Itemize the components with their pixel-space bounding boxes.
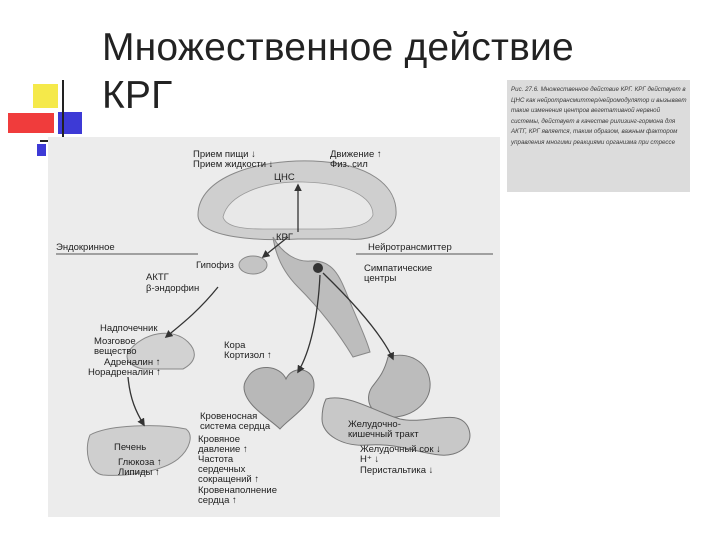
label-heart-rate-1: Частота — [198, 454, 234, 465]
label-lipids: Липиды ↑ — [118, 467, 160, 478]
label-stomach-2: кишечный тракт — [348, 429, 419, 440]
sympathetic-center-dot — [313, 263, 323, 273]
blue-square — [58, 112, 82, 134]
label-noradrenaline: Норадреналин ↑ — [88, 367, 161, 378]
arrow-to-heart — [297, 274, 321, 374]
krg-diagram: Прием пищи ↓ Прием жидкости ↓ Движение ↑… — [48, 137, 500, 517]
label-fluid-intake: Прием жидкости ↓ — [193, 159, 273, 170]
label-pituitary: Гипофиз — [196, 260, 234, 271]
figure-caption: Рис. 27.6. Множественное действие КРГ. К… — [507, 80, 690, 192]
label-glucose: Глюкоза ↑ — [118, 457, 162, 468]
label-liver: Печень — [114, 442, 146, 453]
arrow-to-gi — [322, 272, 394, 361]
brainstem-shape — [272, 236, 371, 358]
label-medulla-1: Мозговое — [94, 336, 136, 347]
label-blood-supply-2: сердца ↑ — [198, 495, 237, 506]
label-krg: КРГ — [276, 232, 293, 243]
label-endocrine: Эндокринное — [56, 242, 115, 253]
label-stomach-1: Желудочно- — [348, 419, 401, 430]
title-line-2: КРГ — [102, 74, 173, 117]
adrenal-gland — [126, 332, 195, 370]
slide-title: Множественное действие КРГ — [102, 24, 574, 120]
slide-decoration — [8, 80, 100, 160]
label-endorphin: β-эндорфин — [146, 283, 199, 294]
yellow-square — [33, 84, 58, 108]
label-adrenaline: Адреналин ↑ — [104, 357, 160, 368]
stomach-shape — [368, 354, 431, 418]
diagram-canvas: Прием пищи ↓ Прием жидкости ↓ Движение ↑… — [56, 149, 493, 506]
label-cardio-1: Кровеносная — [200, 411, 257, 422]
label-neurotransmitter: Нейротрансмиттер — [368, 242, 452, 253]
label-blood-pressure-1: Кровяное — [198, 434, 240, 445]
red-bar — [8, 113, 54, 133]
label-phys-load: Физ. сил — [330, 159, 368, 170]
arrow-to-liver — [127, 376, 145, 427]
liver-shape — [86, 425, 191, 476]
label-adrenal: Надпочечник — [100, 323, 158, 334]
label-peristalsis: Перистальтика ↓ — [360, 465, 433, 476]
blue-small-square — [37, 144, 46, 156]
label-hplus: H⁺ ↓ — [360, 454, 379, 465]
heart-shape — [243, 367, 315, 430]
arrow-to-pituitary — [261, 236, 289, 258]
label-food-intake: Прием пищи ↓ — [193, 149, 256, 160]
title-line-1: Множественное действие — [102, 26, 574, 69]
label-cortex: Кора — [224, 340, 246, 351]
label-heart-rate-2: сердечных — [198, 464, 246, 475]
label-movement: Движение ↑ — [330, 149, 382, 160]
label-sympathetic-2: центры — [364, 273, 396, 284]
label-acth: АКТГ — [146, 272, 169, 283]
label-cns: ЦНС — [274, 172, 295, 183]
label-blood-pressure-2: давление ↑ — [198, 444, 248, 455]
label-cortisol: Кортизол ↑ — [224, 350, 272, 361]
pituitary-gland — [238, 255, 268, 275]
label-medulla-2: вещество — [94, 346, 137, 357]
intestine-shape — [321, 397, 471, 456]
label-gastric-juice: Желудочный сок ↓ — [360, 444, 441, 455]
label-cardio-2: система сердца — [200, 421, 271, 432]
label-sympathetic-1: Симпатические — [364, 263, 432, 274]
label-heart-rate-3: сокращений ↑ — [198, 474, 259, 485]
arrow-to-adrenal — [164, 286, 219, 338]
caption-text: Рис. 27.6. Множественное действие КРГ. К… — [511, 86, 687, 146]
label-blood-supply-1: Кровенаполнение — [198, 485, 277, 496]
